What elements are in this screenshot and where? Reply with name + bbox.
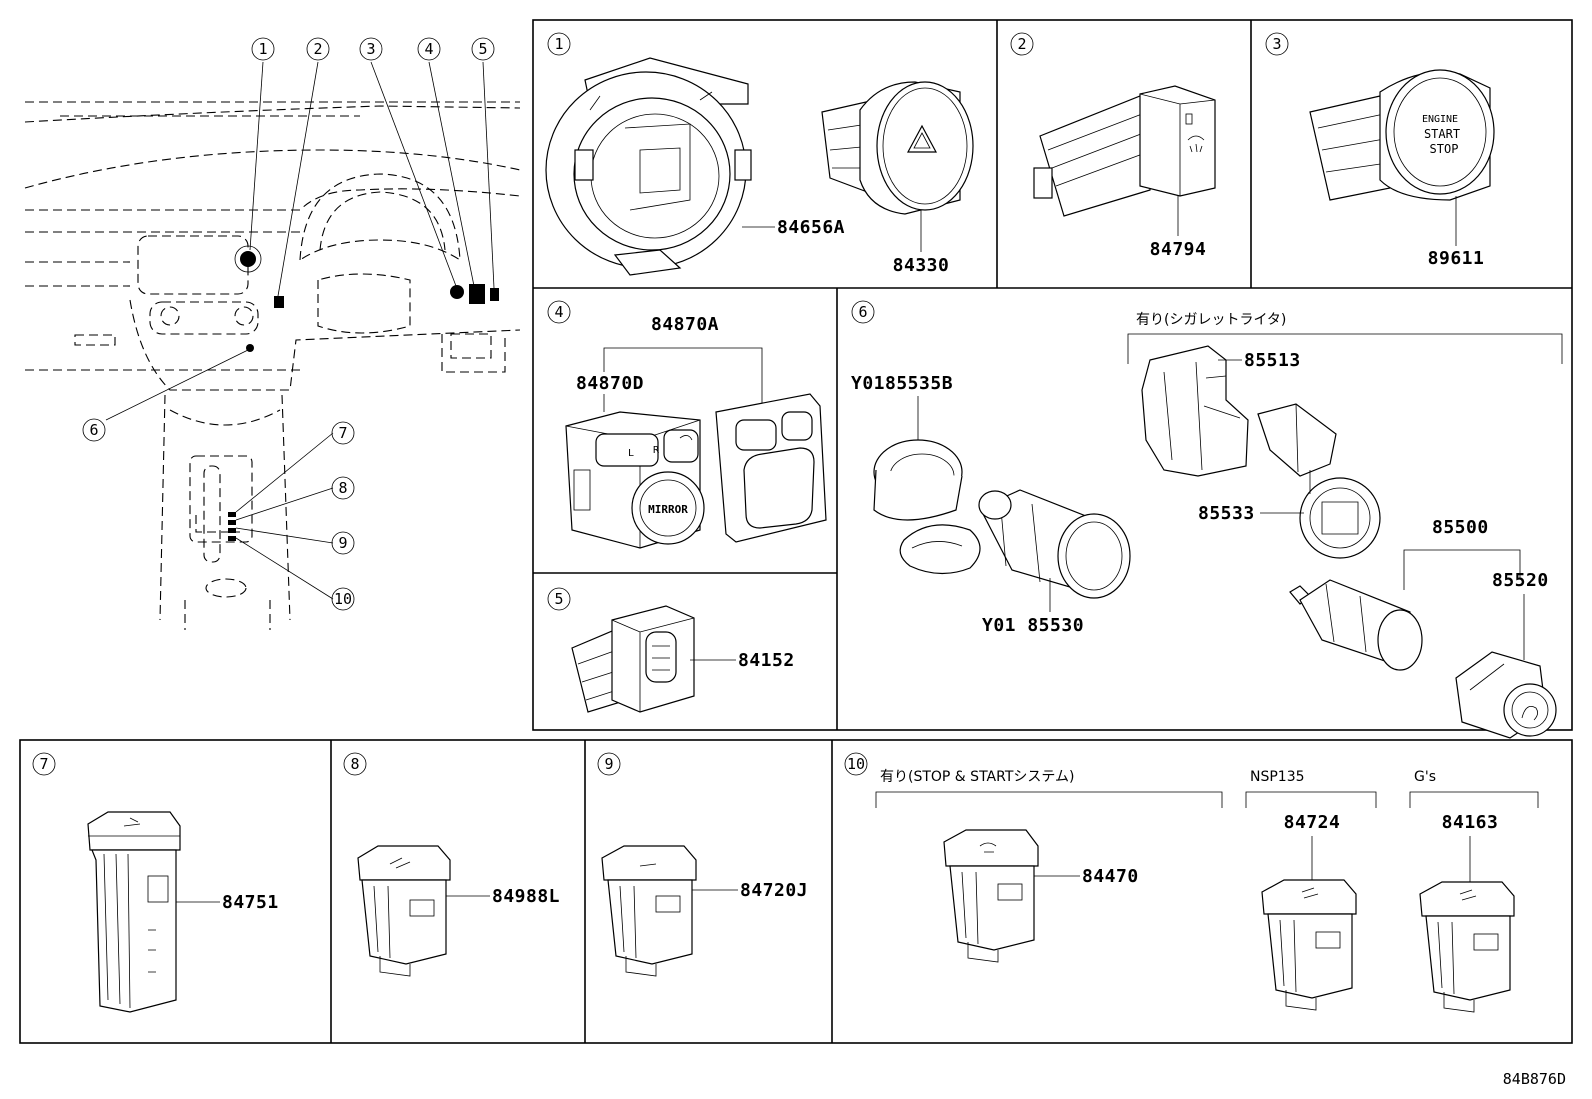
switch-8-illustration [357, 845, 451, 977]
part-number-84330: 84330 [893, 255, 950, 276]
dual-switch-illustration [87, 811, 181, 1013]
nsp135-note: NSP135 [1250, 769, 1305, 785]
part-number-Y0185535B: Y0185535B [851, 373, 953, 394]
hazard-switch-illustration [821, 81, 974, 215]
part-number-84870A: 84870A [651, 314, 719, 335]
engine-start-button-illustration [1309, 69, 1495, 201]
panel-10: 10 有り(STOP & STARTシステム) NSP135 G's 84470… [844, 752, 1539, 1013]
switch-84724-illustration [1261, 879, 1357, 1011]
callout-2: 2 [313, 40, 322, 58]
part-number-84152: 84152 [738, 650, 795, 671]
mirror-switch-illustration [565, 411, 705, 549]
callout-1: 1 [258, 40, 267, 58]
figure-id: 84B876D [1503, 1070, 1566, 1088]
switch-label-r: R [653, 445, 660, 456]
part-number-85513: 85513 [1244, 350, 1301, 371]
switch-label-l: L [628, 448, 634, 459]
button-label-engine: ENGINE [1422, 114, 1458, 125]
lighter-socket-illustration [1257, 403, 1381, 559]
panel-5-number: 5 [554, 590, 563, 608]
power-outlet-illustration [978, 489, 1131, 599]
gs-note: G's [1414, 769, 1436, 785]
callout-8: 8 [338, 479, 347, 497]
part-number-89611: 89611 [1428, 248, 1485, 269]
panel-1-number: 1 [554, 35, 563, 53]
panel-7: 7 84751 [32, 752, 279, 1013]
panel-7-number: 7 [39, 755, 48, 773]
overview-callouts: 1 2 3 4 5 6 7 8 9 10 [82, 37, 495, 611]
socket-cover-illustration [873, 439, 981, 575]
panel-3-number: 3 [1272, 35, 1281, 53]
part-number-84988L: 84988L [492, 886, 560, 907]
mirror-button-label: MIRROR [648, 503, 688, 516]
lighter-receptacle-illustration [1289, 579, 1423, 671]
callout-6: 6 [89, 421, 98, 439]
panel-9: 9 84720J [597, 752, 808, 977]
defogger-switch-illustration [1033, 85, 1216, 217]
dashboard-overview [24, 61, 521, 630]
callout-4: 4 [424, 40, 433, 58]
panel-3: 3 ENGINE START STOP 89611 [1265, 32, 1495, 269]
button-label-stop: STOP [1430, 142, 1459, 156]
part-number-85500: 85500 [1432, 517, 1489, 538]
part-number-85533: 85533 [1198, 503, 1255, 524]
panel-2: 2 84794 [1010, 32, 1216, 260]
switch-9-illustration [601, 845, 697, 977]
panel-8-number: 8 [350, 755, 359, 773]
part-number-84870D: 84870D [576, 373, 644, 394]
stop-start-switch-illustration [943, 829, 1039, 963]
button-label-start: START [1424, 127, 1460, 141]
cigarette-lighter-note: 有り(シガレットライタ) [1136, 312, 1286, 328]
part-number-84794: 84794 [1150, 239, 1207, 260]
panel-6-number: 6 [858, 303, 867, 321]
part-number-84751: 84751 [222, 892, 279, 913]
panel-10-number: 10 [847, 755, 865, 773]
callout-10: 10 [334, 590, 352, 608]
part-number-85520: 85520 [1492, 570, 1549, 591]
callout-5: 5 [478, 40, 487, 58]
callout-3: 3 [366, 40, 375, 58]
panel-4-number: 4 [554, 303, 563, 321]
stop-start-note: 有り(STOP & STARTシステム) [880, 769, 1074, 785]
part-number-84724: 84724 [1284, 812, 1341, 833]
lighter-housing-illustration [1141, 345, 1249, 477]
panel-4: 4 84870A 84870D L R MIRROR [547, 300, 827, 549]
switch-84163-illustration [1419, 881, 1515, 1013]
part-number-84470: 84470 [1082, 866, 1139, 887]
part-number-84656A: 84656A [777, 217, 845, 238]
panel-2-number: 2 [1017, 35, 1026, 53]
callout-7: 7 [338, 424, 347, 442]
panel-1: 1 84656A 84330 [545, 32, 974, 276]
panel-9-number: 9 [604, 755, 613, 773]
part-number-Y01-85530: Y01 85530 [982, 615, 1084, 636]
panel-6: 6 有り(シガレットライタ) Y0185535B Y01 85530 85513 [851, 300, 1563, 739]
lighter-element-illustration [1455, 651, 1557, 739]
mirror-bezel-illustration [715, 393, 827, 543]
panel-frames [19, 19, 1573, 1044]
panel-8: 8 84988L [343, 752, 560, 977]
part-number-84163: 84163 [1442, 812, 1499, 833]
headlight-level-switch-illustration [571, 605, 695, 713]
callout-9: 9 [338, 534, 347, 552]
panel-5: 5 84152 [547, 587, 795, 713]
ignition-bezel-illustration [545, 57, 752, 276]
part-number-84720J: 84720J [740, 880, 808, 901]
